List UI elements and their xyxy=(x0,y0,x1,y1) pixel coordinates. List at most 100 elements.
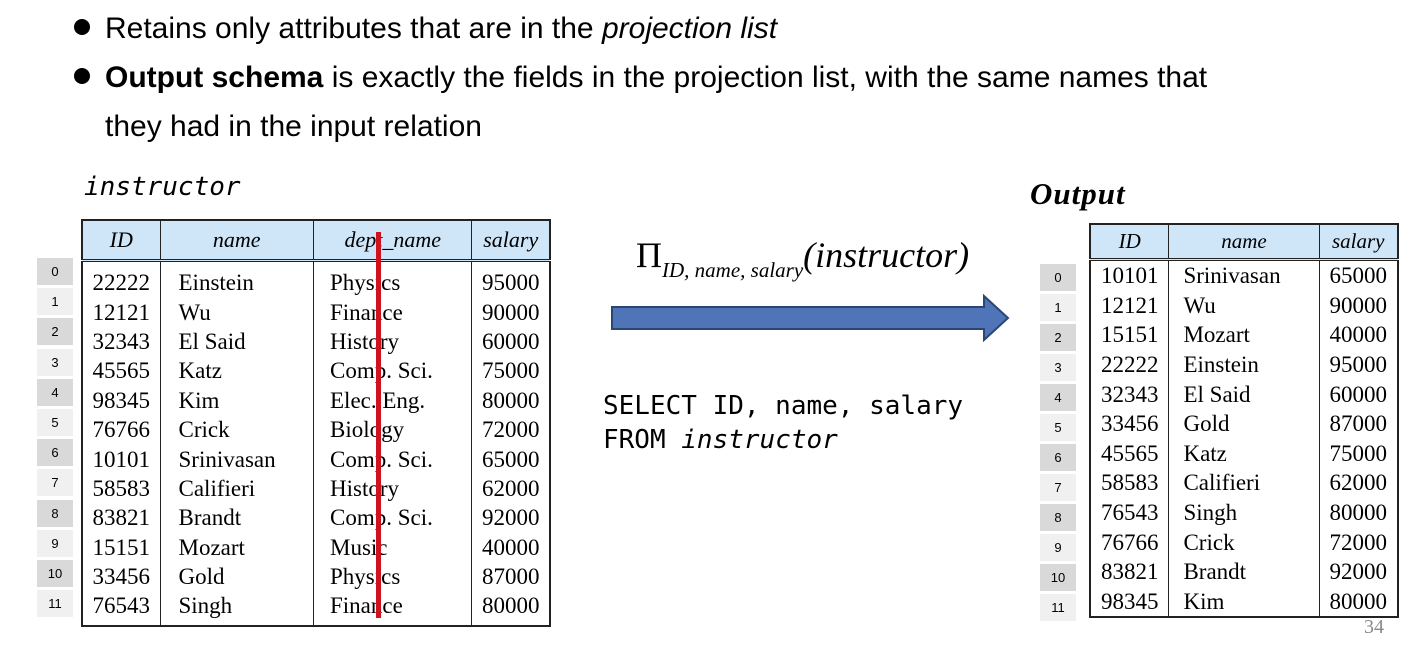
column-header-salary: salary xyxy=(1318,224,1398,261)
cell-salary: 40000 xyxy=(1318,320,1398,350)
cell-id: 12121 xyxy=(1100,292,1159,318)
row-index: 0 xyxy=(37,258,73,285)
cell-dept-name: Finance xyxy=(312,591,472,626)
sql-from-keyword: FROM xyxy=(603,425,682,455)
row-index: 10 xyxy=(37,560,73,587)
bullet-dot xyxy=(74,19,90,35)
row-index: 1 xyxy=(1040,294,1076,321)
cell-name: Singh xyxy=(159,591,314,626)
cell-name: Singh xyxy=(1168,497,1320,528)
cell-id: 32343 xyxy=(1100,381,1159,407)
row-index: 9 xyxy=(37,529,73,557)
bullet-bold: Output schema xyxy=(105,61,324,94)
cell-salary: 80000 xyxy=(1318,586,1398,618)
cell-salary: 95000 xyxy=(471,260,550,298)
cell-salary: 62000 xyxy=(1318,468,1398,498)
cell-name: Califieri xyxy=(1168,468,1320,498)
cell-name: Gold xyxy=(159,561,314,592)
cell-dept-name: Comp. Sci. xyxy=(312,444,472,474)
bullet-list: Retains only attributes that are in the … xyxy=(72,4,1372,151)
cell-salary: 90000 xyxy=(1318,290,1398,321)
right-arrow-icon xyxy=(611,294,1010,342)
row-index: 9 xyxy=(1040,534,1076,561)
cell-id: 98345 xyxy=(1100,588,1159,614)
cell-salary: 80000 xyxy=(471,385,550,415)
cell-id: 45565 xyxy=(92,358,151,384)
cell-id: 76543 xyxy=(1100,500,1159,526)
right-table-title: Output xyxy=(1030,176,1126,211)
row-index: 7 xyxy=(37,469,73,497)
cell-name: Califieri xyxy=(159,473,314,504)
cell-salary: 90000 xyxy=(471,297,550,327)
cell-id: 15151 xyxy=(1100,322,1159,348)
row-index: 4 xyxy=(1040,384,1076,411)
cell-dept-name: Finance xyxy=(312,297,472,327)
row-index: 3 xyxy=(37,348,73,376)
cell-name: El Said xyxy=(159,326,314,357)
column-header-id: ID xyxy=(82,220,160,262)
row-index: 11 xyxy=(1040,594,1076,621)
row-index: 5 xyxy=(37,409,73,436)
cell-name: Gold xyxy=(1168,408,1320,439)
cell-dept-name: History xyxy=(312,326,472,357)
cell-name: Brandt xyxy=(1168,556,1320,587)
cell-id: 10101 xyxy=(92,446,151,472)
column-header-salary: salary xyxy=(471,220,550,262)
cell-name: Srinivasan xyxy=(1168,259,1320,291)
cell-salary: 80000 xyxy=(471,591,550,626)
cell-name: Crick xyxy=(159,414,314,445)
cell-id: 83821 xyxy=(92,505,151,531)
cell-name: Mozart xyxy=(1168,320,1320,350)
cell-name: Kim xyxy=(1168,586,1320,618)
cell-salary: 65000 xyxy=(1318,259,1398,291)
column-header-name: name xyxy=(159,220,314,262)
cell-name: Wu xyxy=(159,297,314,327)
cell-id: 32343 xyxy=(92,328,151,354)
projection-argument: (instructor) xyxy=(803,235,970,275)
cell-salary: 75000 xyxy=(1318,438,1398,469)
left-table-title: instructor xyxy=(84,172,241,202)
cell-id: 58583 xyxy=(1100,470,1159,496)
cell-salary: 92000 xyxy=(1318,556,1398,587)
cell-salary: 80000 xyxy=(1318,497,1398,528)
cell-id: 98345 xyxy=(92,387,151,413)
sql-from-table: instructor xyxy=(681,425,838,455)
row-index: 7 xyxy=(1040,474,1076,501)
cell-name: Katz xyxy=(1168,438,1320,469)
table-header-row: ID name salary xyxy=(1090,224,1398,261)
cell-dept-name: Biology xyxy=(312,414,472,445)
cell-id: 10101 xyxy=(1100,263,1159,289)
cell-salary: 72000 xyxy=(1318,527,1398,557)
cell-name: Srinivasan xyxy=(159,444,314,474)
projection-expression: ΠID, name, salary(instructor) xyxy=(636,234,969,283)
column-header-id: ID xyxy=(1090,224,1169,261)
cell-dept-name: Physics xyxy=(312,260,472,298)
bullet-emphasis: projection list xyxy=(601,12,778,45)
cell-name: Kim xyxy=(159,385,314,415)
cell-salary: 95000 xyxy=(1318,349,1398,380)
sql-select-line: SELECT ID, name, salary xyxy=(603,391,964,421)
cell-name: El Said xyxy=(1168,379,1320,409)
cell-salary: 60000 xyxy=(471,326,550,357)
cell-salary: 87000 xyxy=(1318,408,1398,439)
cell-id: 58583 xyxy=(92,475,151,501)
row-index: 2 xyxy=(1040,324,1076,351)
row-index: 8 xyxy=(37,499,73,527)
page-number: 34 xyxy=(1364,616,1384,638)
cell-salary: 72000 xyxy=(471,414,550,445)
cell-id: 15151 xyxy=(92,534,151,560)
cell-dept-name: Comp. Sci. xyxy=(312,356,472,386)
